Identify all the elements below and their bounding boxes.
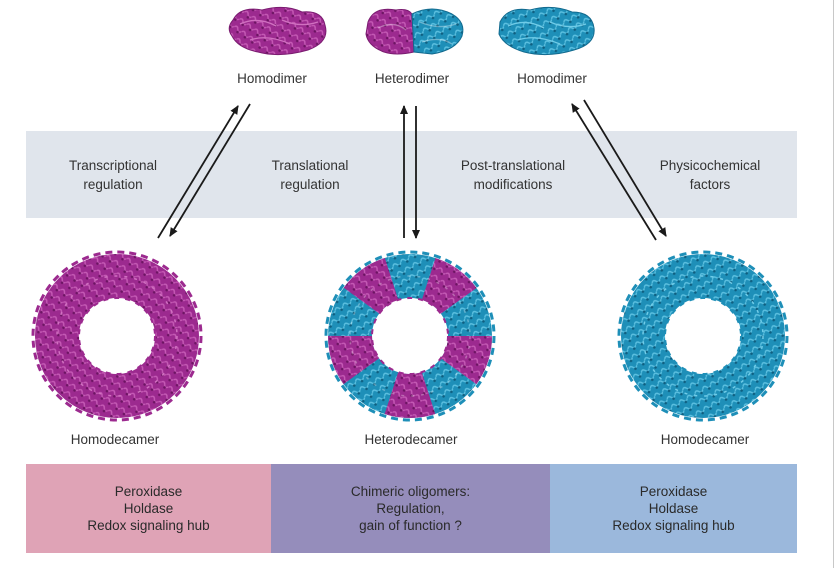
homodecamer-cyan-ring [617,250,789,422]
decamer-label-homodecamer-left: Homodecamer [70,432,160,447]
arrow-right-down [583,99,667,237]
decamer-label-homodecamer-right: Homodecamer [660,432,750,447]
homodecamer-magenta-ring [31,250,203,422]
heterodimer-structure [365,8,464,55]
regulation-band [26,131,797,218]
decamer-label-heterodecamer: Heterodecamer [364,432,458,447]
arrow-left-down [169,103,251,237]
dimer-label-homodimer-left: Homodimer [237,71,307,86]
heterodecamer-ring [324,250,496,422]
function-box-center: Chimeric oligomers:Regulation,gain of fu… [271,464,550,553]
dimer-label-heterodimer: Heterodimer [374,71,450,86]
homodimer-cyan-structure [498,6,595,56]
arrow-left-up [157,105,239,239]
dimer-label-homodimer-right: Homodimer [517,71,587,86]
arrow-right-up [571,103,657,241]
homodimer-magenta-structure [228,6,327,56]
